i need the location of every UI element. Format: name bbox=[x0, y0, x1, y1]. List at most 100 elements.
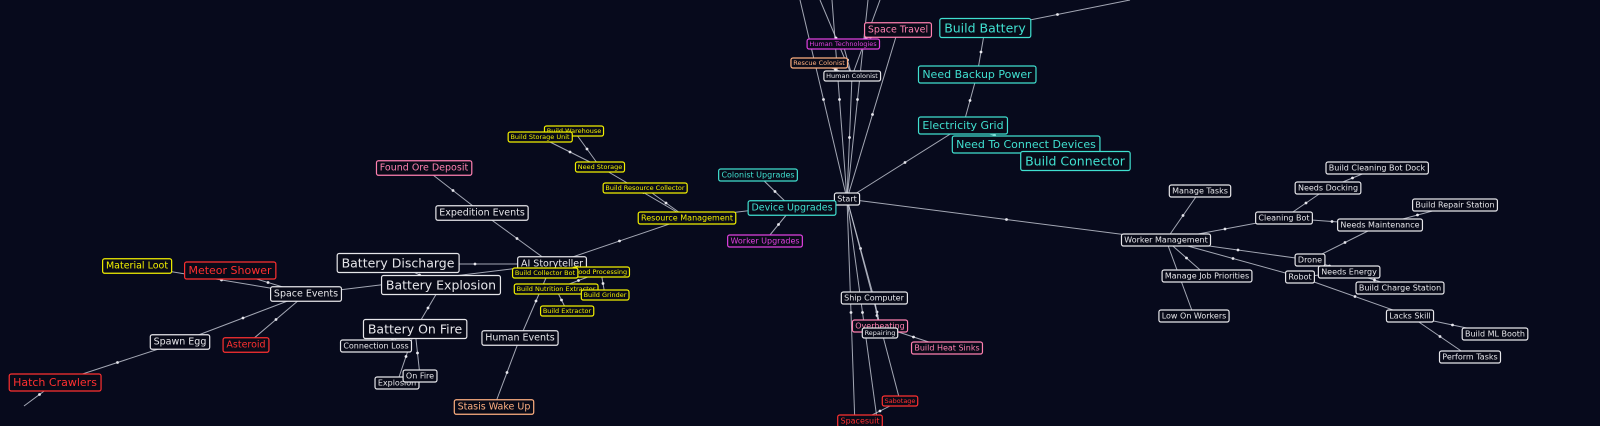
node-label: Battery Explosion bbox=[386, 278, 496, 293]
node-food-processing[interactable]: Food Processing bbox=[571, 266, 631, 278]
node-label: Food Processing bbox=[575, 268, 627, 276]
node-start[interactable]: Start bbox=[833, 192, 861, 206]
edge-marker bbox=[534, 299, 538, 303]
node-spacesuit[interactable]: Spacesuit bbox=[837, 414, 883, 426]
edge-marker bbox=[1005, 218, 1008, 221]
node-human-colonist[interactable]: Human Colonist bbox=[823, 70, 882, 82]
node-build-connector[interactable]: Build Connector bbox=[1020, 150, 1131, 172]
node-label: Robot bbox=[1288, 273, 1311, 282]
node-perform-tasks[interactable]: Perform Tasks bbox=[1438, 350, 1502, 364]
node-box bbox=[910, 341, 984, 355]
node-box bbox=[1020, 150, 1131, 172]
node-space-events[interactable]: Space Events bbox=[270, 286, 343, 302]
node-battery-on-fire[interactable]: Battery On Fire bbox=[362, 318, 468, 340]
node-build-repair-station[interactable]: Build Repair Station bbox=[1411, 198, 1499, 212]
node-build-battery[interactable]: Build Battery bbox=[939, 17, 1032, 39]
node-meteor-shower[interactable]: Meteor Shower bbox=[184, 261, 277, 280]
edge-marker bbox=[1330, 220, 1334, 223]
node-need-backup-power[interactable]: Need Backup Power bbox=[917, 65, 1037, 84]
node-build-ml-booth[interactable]: Build ML Booth bbox=[1461, 327, 1529, 341]
node-sabotage[interactable]: Sabotage bbox=[881, 395, 919, 407]
node-on-fire[interactable]: On Fire bbox=[402, 369, 438, 383]
node-device-upgrades[interactable]: Device Upgrades bbox=[747, 200, 837, 216]
node-robot[interactable]: Robot bbox=[1284, 270, 1316, 284]
node-needs-docking[interactable]: Needs Docking bbox=[1294, 181, 1362, 195]
node-box bbox=[939, 17, 1032, 39]
edge-marker bbox=[834, 68, 837, 71]
node-build-collector-bot[interactable]: Build Collector Bot bbox=[511, 267, 579, 279]
node-battery-explosion[interactable]: Battery Explosion bbox=[380, 274, 502, 296]
node-expedition-events[interactable]: Expedition Events bbox=[435, 205, 529, 221]
node-box bbox=[339, 339, 413, 353]
edge-marker bbox=[1451, 323, 1454, 327]
node-label: Meteor Shower bbox=[188, 264, 272, 277]
node-cleaning-bot[interactable]: Cleaning Bot bbox=[1255, 211, 1313, 225]
node-label: Perform Tasks bbox=[1442, 353, 1497, 362]
node-needs-maintenance[interactable]: Needs Maintenance bbox=[1337, 218, 1424, 232]
node-box bbox=[1355, 281, 1445, 295]
node-stasis-wake-up[interactable]: Stasis Wake Up bbox=[453, 399, 535, 415]
node-label: Needs Docking bbox=[1298, 184, 1358, 193]
node-label: Human Technologies bbox=[809, 40, 877, 48]
node-label: Need Storage bbox=[578, 163, 622, 171]
node-asteroid[interactable]: Asteroid bbox=[222, 337, 270, 353]
node-label: Battery On Fire bbox=[368, 322, 463, 337]
node-human-technologies[interactable]: Human Technologies bbox=[806, 38, 881, 50]
node-ship-computer[interactable]: Ship Computer bbox=[840, 291, 908, 305]
node-box bbox=[1337, 218, 1424, 232]
node-build-storage-unit[interactable]: Build Storage Unit bbox=[507, 131, 573, 143]
node-need-to-connect-devices[interactable]: Need To Connect Devices bbox=[951, 135, 1101, 154]
node-battery-discharge[interactable]: Battery Discharge bbox=[336, 252, 460, 274]
node-human-events[interactable]: Human Events bbox=[481, 330, 559, 346]
node-needs-energy[interactable]: Needs Energy bbox=[1317, 265, 1381, 279]
edge-marker bbox=[912, 335, 915, 339]
node-space-travel[interactable]: Space Travel bbox=[863, 22, 933, 38]
node-build-nutrition-extractor[interactable]: Build Nutrition Extractor bbox=[513, 283, 599, 295]
node-spawn-egg[interactable]: Spawn Egg bbox=[149, 334, 211, 350]
node-box bbox=[917, 116, 1009, 135]
node-label: Worker Upgrades bbox=[730, 237, 799, 246]
node-box bbox=[1158, 309, 1230, 323]
node-manage-job-priorities[interactable]: Manage Job Priorities bbox=[1161, 269, 1253, 283]
node-drone[interactable]: Drone bbox=[1294, 253, 1326, 267]
node-electricity-grid[interactable]: Electricity Grid bbox=[917, 116, 1009, 135]
edge-marker bbox=[601, 282, 605, 285]
node-need-storage[interactable]: Need Storage bbox=[574, 161, 626, 173]
edge-marker bbox=[822, 98, 825, 101]
edge-marker bbox=[861, 311, 864, 314]
edge-marker bbox=[116, 361, 119, 364]
node-material-loot[interactable]: Material Loot bbox=[102, 258, 173, 274]
node-box bbox=[1255, 211, 1313, 225]
node-build-grinder[interactable]: Build Grinder bbox=[580, 289, 630, 301]
node-worker-upgrades[interactable]: Worker Upgrades bbox=[727, 234, 803, 248]
node-low-on-workers[interactable]: Low On Workers bbox=[1158, 309, 1230, 323]
node-found-ore-deposit[interactable]: Found Ore Deposit bbox=[375, 160, 473, 176]
node-build-heat-sinks[interactable]: Build Heat Sinks bbox=[910, 341, 984, 355]
node-label: Expedition Events bbox=[439, 208, 525, 219]
node-build-extractor[interactable]: Build Extractor bbox=[539, 305, 595, 317]
edge-marker bbox=[664, 201, 668, 205]
node-build-charge-station[interactable]: Build Charge Station bbox=[1355, 281, 1445, 295]
node-rescue-colonist[interactable]: Rescue Colonist bbox=[790, 57, 849, 69]
node-build-cleaning-bot-dock[interactable]: Build Cleaning Bot Dock bbox=[1325, 161, 1429, 175]
node-box bbox=[602, 182, 688, 194]
node-worker-management[interactable]: Worker Management bbox=[1120, 233, 1212, 247]
node-label: Material Loot bbox=[106, 261, 168, 272]
node-label: Repairing bbox=[865, 329, 896, 337]
node-manage-tasks[interactable]: Manage Tasks bbox=[1168, 184, 1232, 198]
node-colonist-upgrades[interactable]: Colonist Upgrades bbox=[718, 168, 798, 182]
node-label: Cleaning Bot bbox=[1258, 214, 1309, 223]
node-box bbox=[1294, 181, 1362, 195]
node-box bbox=[1168, 184, 1232, 198]
node-label: Need To Connect Devices bbox=[956, 138, 1096, 151]
node-box bbox=[1161, 269, 1253, 283]
node-connection-loss[interactable]: Connection Loss bbox=[339, 339, 413, 353]
edge-marker bbox=[568, 150, 572, 154]
node-lacks-skill[interactable]: Lacks Skill bbox=[1385, 309, 1435, 323]
node-resource-management[interactable]: Resource Management bbox=[637, 211, 737, 225]
node-repairing[interactable]: Repairing bbox=[861, 327, 899, 339]
node-build-resource-collector[interactable]: Build Resource Collector bbox=[602, 182, 688, 194]
node-box bbox=[727, 234, 803, 248]
node-hatch-crawlers[interactable]: Hatch Crawlers bbox=[8, 373, 102, 392]
